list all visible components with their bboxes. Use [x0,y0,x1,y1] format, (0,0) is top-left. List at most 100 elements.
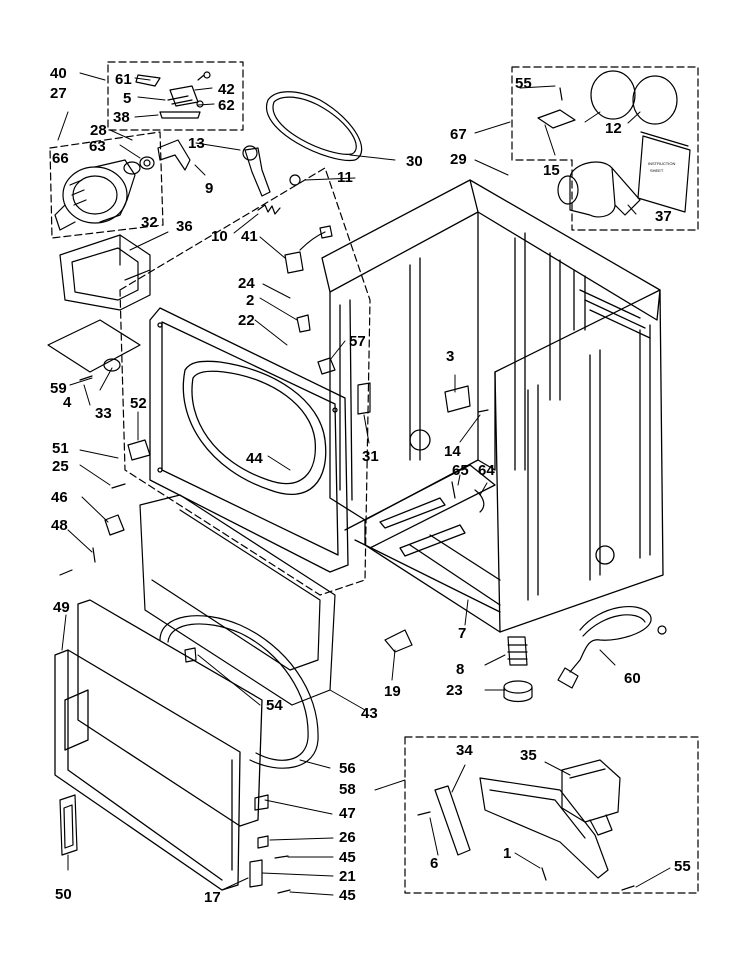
screw-14 [477,409,489,413]
callout-49: 49 [53,599,70,616]
callout-17: 17 [204,889,221,906]
washer-33 [103,358,121,372]
callout-29: 29 [450,151,467,168]
callout-5: 5 [123,90,132,107]
callout-33: 33 [95,405,112,422]
bumper-57 [317,357,336,375]
callout-40: 40 [50,65,67,82]
callout-34: 34 [456,742,473,759]
strike-47 [254,794,269,811]
callout-67: 67 [450,126,467,143]
igniter-34 [434,785,471,856]
callout-7: 7 [458,625,467,642]
screw-48b [59,569,73,576]
power-cord [557,606,667,689]
callout-21: 21 [339,868,356,885]
callout-60: 60 [624,670,641,687]
front-bulkhead [149,307,349,573]
dryer-door [54,599,263,891]
literature-kit [537,70,691,218]
group-boxes [49,61,699,894]
clip-2 [296,314,311,333]
callout-48: 48 [51,517,68,534]
callout-32: 32 [141,214,158,231]
drive-motor [54,156,155,231]
door-opening-44 [182,360,327,496]
callout-6: 6 [430,855,439,872]
callout-27: 27 [50,85,67,102]
hardware [59,385,489,894]
catch-26 [257,835,269,849]
handle-50 [59,794,78,856]
spring-10 [257,204,281,215]
clip-64 [474,489,485,513]
leader-lines [57,72,671,896]
callout-15: 15 [543,162,560,179]
callout-43: 43 [361,705,378,722]
callout-55-top: 55 [515,75,532,92]
drive-belt [265,91,363,162]
screw-25 [111,483,126,489]
screw-6 [417,811,431,816]
leveling-leg [503,636,533,703]
burner-bracket-58 [479,777,609,879]
callout-47: 47 [339,805,356,822]
callout-51: 51 [52,440,69,457]
callout-31: 31 [362,448,379,465]
idler-parts [157,139,301,215]
group-box-burner-assembly [404,736,699,894]
callout-36: 36 [176,218,193,235]
callout-57: 57 [349,333,366,350]
callout-63: 63 [89,138,106,155]
callout-22: 22 [238,312,255,329]
lower-panel [139,494,336,706]
screw-55a [559,87,563,101]
callout-37: 37 [655,208,672,225]
callout-58: 58 [339,781,356,798]
callout-1: 1 [503,845,512,862]
bracket-15 [537,109,576,129]
screw-1 [541,867,547,881]
booklet-title-line1: INSTRUCTION [648,161,675,166]
switch-31 [357,382,371,415]
callout-14: 14 [444,443,461,460]
door-seal [159,615,319,769]
callout-46: 46 [51,489,68,506]
bracket-21 [249,859,263,888]
callout-45-upper: 45 [339,849,356,866]
vent-elbow [569,161,616,218]
group-box-motor [49,131,164,239]
screw-45a [274,855,289,859]
callout-28: 28 [90,122,107,139]
callout-26: 26 [339,829,356,846]
group-box-switch-assembly [107,61,244,131]
callout-19: 19 [384,683,401,700]
cabinet-left-side [321,179,479,293]
idler-arm-13 [244,147,271,197]
callout-61: 61 [115,71,132,88]
callout-45-lower: 45 [339,887,356,904]
callout-42: 42 [218,81,235,98]
callout-55-bottom: 55 [674,858,691,875]
callout-13: 13 [188,135,205,152]
callout-41: 41 [241,228,258,245]
callout-64: 64 [478,462,495,479]
bracket-9 [157,139,191,171]
cabinet-right-side [494,289,664,633]
callout-38: 38 [113,109,130,126]
callout-11: 11 [337,169,353,186]
callout-62: 62 [218,97,235,114]
pulley-11 [289,174,301,186]
callout-65: 65 [452,462,469,479]
callout-50: 50 [55,886,72,903]
thermal-fuse [284,225,333,274]
screw-55b [621,885,635,891]
screw-48 [92,547,96,563]
callout-59: 59 [50,380,67,397]
burner-assembly [417,759,635,891]
callout-66: 66 [52,150,69,167]
callout-25: 25 [52,458,69,475]
booklet-title-line2: SHEET [650,168,664,173]
callout-30: 30 [406,153,423,170]
